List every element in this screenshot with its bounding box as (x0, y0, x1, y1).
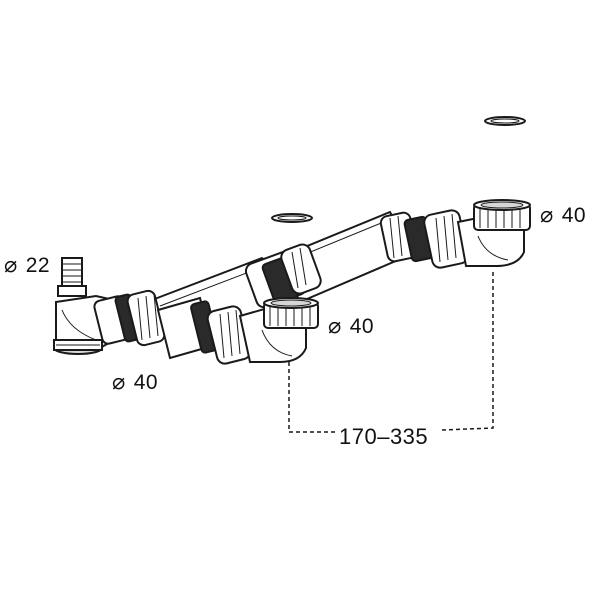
inlet-middle-value: 40 (349, 315, 375, 338)
diameter-symbol-icon: ⌀ (328, 314, 342, 339)
diameter-symbol-icon: ⌀ (540, 203, 554, 228)
inlet-small-value: 22 (25, 254, 51, 277)
right-inlet-elbow (456, 199, 531, 267)
right-union-nut (379, 209, 469, 269)
diameter-symbol-icon: ⌀ (112, 370, 126, 395)
inlet-middle-diameter-label: ⌀ 40 (328, 314, 374, 339)
inlet-right-value: 40 (561, 204, 587, 227)
outlet-left-value: 40 (133, 371, 159, 394)
inlet-small-diameter-label: ⌀ 22 (4, 253, 50, 278)
diameter-symbol-icon: ⌀ (4, 253, 18, 278)
spacing-dimension-lines (288, 270, 494, 433)
middle-inlet-elbow (238, 297, 319, 363)
left-union-nut (93, 289, 166, 347)
outlet-left-diameter-label: ⌀ 40 (112, 370, 158, 395)
spacing-range-label: 170–335 (336, 424, 432, 450)
inlet-right-diameter-label: ⌀ 40 (540, 203, 586, 228)
